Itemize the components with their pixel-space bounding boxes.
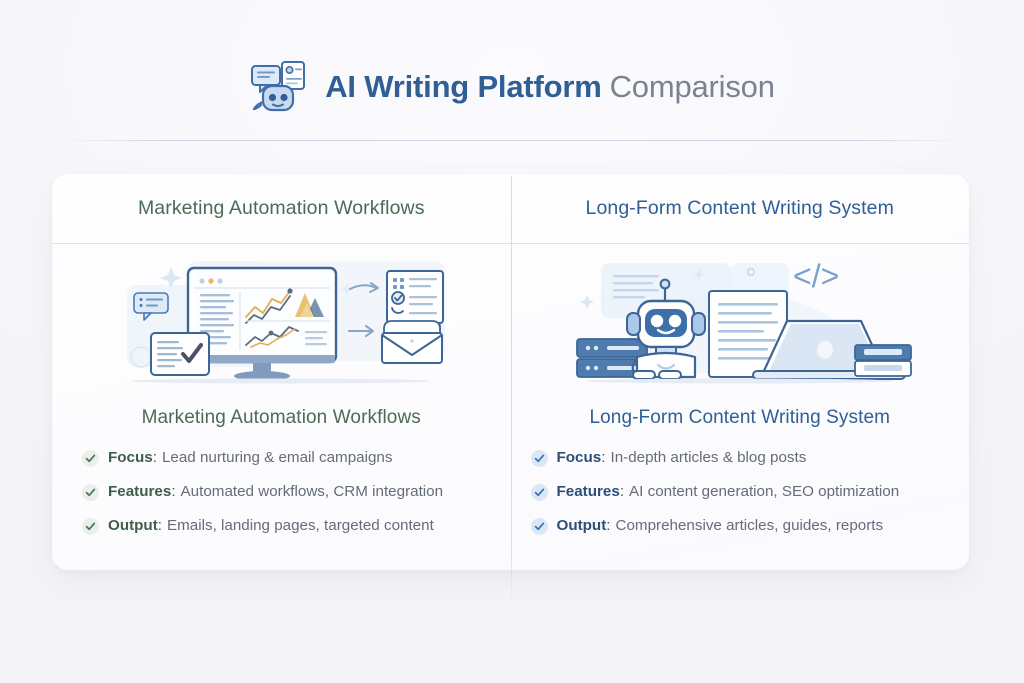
list-item-text: Focus:In-depth articles & blog posts	[557, 449, 807, 466]
column-header-divider	[52, 243, 969, 244]
list-item-label: Output	[108, 517, 158, 534]
list-item-text: Focus:Lead nurturing & email campaigns	[108, 449, 392, 466]
check-icon	[530, 484, 548, 501]
list-item-label: Output	[556, 517, 607, 534]
robot-writing-laptop-illustration: </>	[575, 258, 912, 384]
list-item: Features:AI content generation, SEO opti…	[530, 483, 952, 501]
check-icon	[530, 518, 548, 535]
column-header-left: Marketing Automation Workflows	[137, 197, 425, 219]
feature-list-right: Focus:In-depth articles & blog posts Fea…	[511, 449, 970, 535]
list-item: Focus:In-depth articles & blog posts	[530, 449, 952, 467]
column-divider	[511, 176, 512, 606]
list-item-value: AI content generation, SEO optimization	[629, 483, 900, 500]
list-item: Focus:Lead nurturing & email campaigns	[82, 449, 493, 467]
card-title-left: Marketing Automation Workflows	[141, 407, 421, 428]
illustration-wrap-left	[52, 243, 511, 393]
list-item-value: Comprehensive articles, guides, reports	[615, 517, 884, 534]
list-item-colon: :	[157, 517, 162, 534]
list-item: Features:Automated workflows, CRM integr…	[82, 483, 493, 501]
list-item-value: Automated workflows, CRM integration	[180, 483, 444, 500]
list-item-colon: :	[619, 483, 625, 500]
check-icon	[82, 484, 99, 501]
list-item-label: Focus	[556, 449, 602, 466]
column-header-right: Long-Form Content Writing System	[585, 197, 894, 219]
list-item-label: Focus	[108, 449, 153, 466]
column-marketing-automation-workflows: Marketing Automation Workflows	[52, 174, 511, 570]
illustration-wrap-right: </>	[511, 243, 970, 393]
list-item-colon: :	[152, 449, 157, 466]
list-item-colon: :	[601, 449, 606, 466]
list-item-text: Features:Automated workflows, CRM integr…	[108, 483, 443, 500]
list-item-label: Features	[108, 483, 172, 500]
list-item-value: Lead nurturing & email campaigns	[161, 449, 393, 466]
list-item-text: Output:Comprehensive articles, guides, r…	[557, 517, 884, 534]
list-item-text: Output: Emails, landing pages, targeted c…	[108, 517, 434, 534]
comparison-columns: Marketing Automation Workflows	[52, 174, 969, 570]
list-item-colon: :	[171, 483, 176, 500]
list-item-label: Features	[556, 483, 620, 500]
ai-robot-chat-icon	[251, 61, 306, 112]
check-icon	[82, 450, 99, 467]
list-item: Output:Comprehensive articles, guides, r…	[530, 517, 952, 535]
list-item-text: Features:AI content generation, SEO opti…	[557, 483, 900, 500]
column-long-form-content-writing-system: Long-Form Content Writing System	[511, 174, 970, 570]
page-title-light: Comparison	[609, 68, 775, 104]
card-title-right: Long-Form Content Writing System	[589, 407, 891, 428]
feature-list-left: Focus:Lead nurturing & email campaigns F…	[52, 449, 511, 535]
header-divider	[58, 140, 966, 141]
page-title-strong: AI Writing Platform	[325, 68, 602, 104]
check-icon	[82, 518, 99, 535]
comparison-card: Marketing Automation Workflows	[52, 174, 969, 570]
list-item-value: In-depth articles & blog posts	[610, 449, 807, 466]
list-item-colon: :	[606, 517, 611, 534]
svg-text:</>: </>	[793, 258, 839, 294]
list-item-value: Emails, landing pages, targeted content	[167, 517, 434, 534]
check-icon	[530, 450, 548, 467]
marketing-dashboard-illustration	[127, 261, 446, 384]
list-item: Output: Emails, landing pages, targeted c…	[82, 517, 493, 535]
